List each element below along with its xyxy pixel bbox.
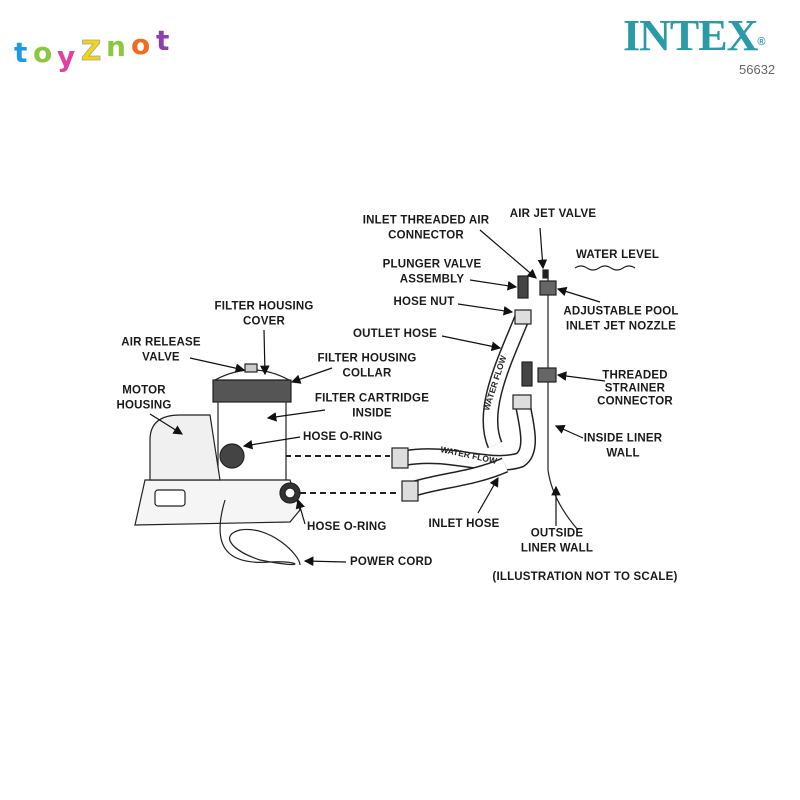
air-release-valve-shape — [244, 363, 258, 373]
jet-nozzle — [539, 280, 557, 296]
label-water-level: WATER LEVEL — [576, 248, 660, 261]
motor-housing-shape — [149, 414, 221, 481]
label-outlet-hose: OUTLET HOSE — [353, 327, 437, 340]
logo-letter: t — [14, 36, 27, 69]
logo-letter: n — [106, 30, 126, 63]
leader-arrows — [149, 227, 606, 567]
label-hose-o-ring-top: HOSE O-RING — [303, 430, 383, 443]
intex-logo: INTEX® — [623, 11, 766, 60]
outside-liner-wall-line — [547, 469, 579, 531]
intex-wordmark: INTEX — [623, 11, 758, 60]
strainer-plunger — [521, 361, 533, 387]
logo-letter: y — [57, 40, 75, 73]
power-cord-shape — [219, 499, 301, 566]
label-hose-o-ring-bottom: HOSE O-RING — [307, 520, 387, 533]
illustration-note: (ILLUSTRATION NOT TO SCALE) — [492, 570, 678, 583]
label-power-cord: POWER CORD — [350, 555, 433, 568]
toyznot-logo: t o y Z n o t — [14, 24, 169, 73]
logo-letter: o — [131, 28, 150, 61]
air-jet-valve — [542, 269, 549, 279]
label-inlet-hose: INLET HOSE — [428, 517, 500, 530]
logo-letter: t — [156, 24, 169, 57]
model-number: 56632 — [739, 62, 776, 77]
logo-letter: Z — [81, 34, 101, 67]
water-level-line — [574, 265, 636, 271]
registered-mark: ® — [757, 36, 765, 48]
logo-letter: o — [33, 36, 52, 69]
plunger-valve — [517, 275, 529, 299]
pump-port — [219, 443, 245, 469]
label-hose-nut: HOSE NUT — [393, 295, 455, 308]
filter-collar — [212, 379, 292, 403]
strainer-connector — [537, 367, 557, 383]
label-air-jet-valve: AIR JET VALVE — [509, 207, 597, 220]
